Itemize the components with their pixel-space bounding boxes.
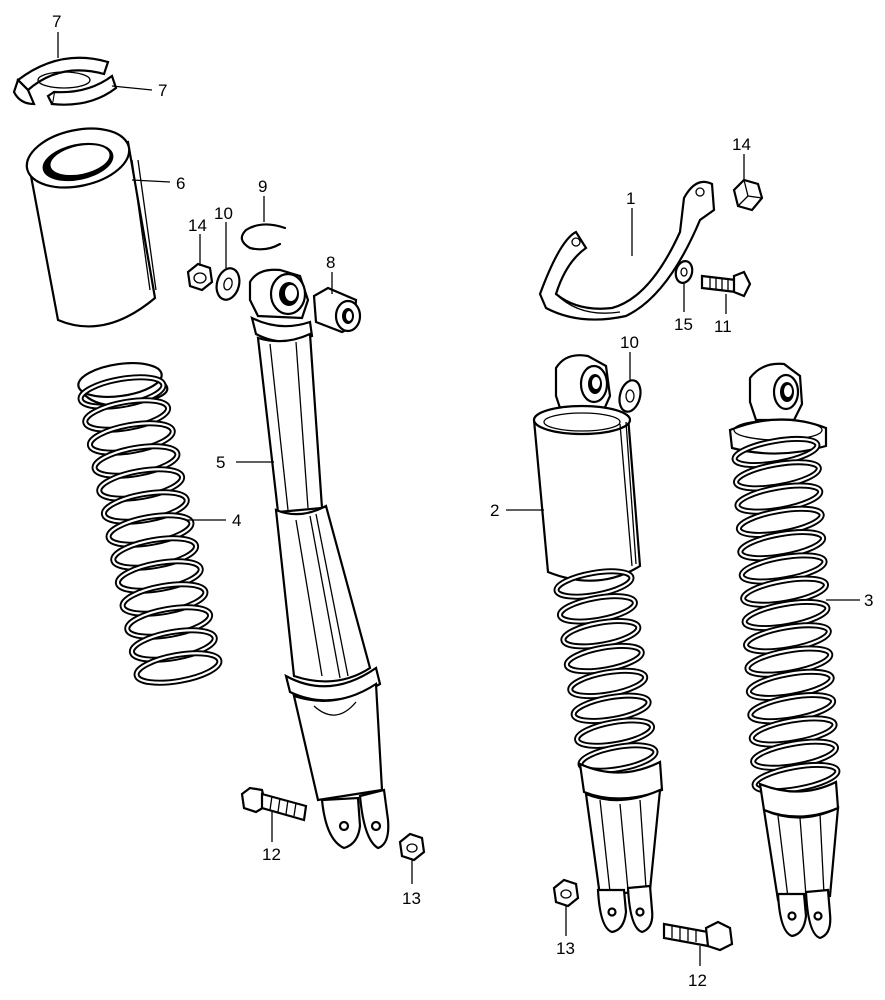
callout-6: 6 [176,174,185,193]
spring-coil [555,570,633,598]
callout-labels: 7 7 6 4 14 10 9 8 5 12 13 14 1 15 11 10 … [52,12,873,990]
spring-cover [25,127,157,328]
spring-coil [569,669,647,698]
damper-5 [248,268,390,850]
washer-10-right [618,379,642,413]
callout-14-left: 14 [188,216,207,235]
callout-12-right: 12 [688,971,707,990]
callout-15: 15 [674,315,693,334]
spring-coil [753,763,839,793]
callout-8: 8 [326,253,335,272]
callout-14-right: 14 [732,135,751,154]
callout-1: 1 [626,189,635,208]
bolt-12-right [662,920,734,952]
callout-4: 4 [232,511,241,530]
spring-coil [107,514,193,546]
nut-13-left [398,832,426,862]
spring-coil [558,595,637,623]
circlip-9 [240,223,287,251]
shock-absorber-3 [728,362,841,940]
spring-coil [98,468,184,500]
spring-coil [562,619,640,648]
spring-coil [135,652,221,684]
spring-coil [93,445,179,477]
washer-15 [674,260,694,284]
callout-7-top: 7 [52,12,61,31]
spring-coil [116,560,202,592]
callout-10-left: 10 [214,204,233,223]
spring-coil [126,606,212,638]
grab-bar-1 [538,180,716,321]
nut-14-left [186,262,214,292]
callout-13-right: 13 [556,939,575,958]
nut-13-right [552,878,580,908]
spring-coil [565,644,643,673]
shock-absorber-2 [532,354,664,934]
bushing-8 [312,286,362,334]
nut-14-right [732,178,764,212]
spring-seat-collar [12,56,118,106]
spring-coil [575,719,654,747]
callout-3: 3 [864,591,873,610]
spring-coil [121,583,207,615]
bolt-12-left [240,786,308,822]
leader-lines [57,32,860,966]
spring-coil [102,491,188,523]
callout-12-left: 12 [262,845,281,864]
callout-10-right: 10 [620,333,639,352]
bolt-11 [700,270,752,298]
callout-5: 5 [216,453,225,472]
callout-7-right: 7 [158,81,167,100]
spring-coil [112,537,198,569]
spring-coil [572,694,650,723]
spring-coils [77,374,223,686]
callout-9: 9 [258,177,267,196]
washer-10-left [215,267,241,301]
callout-11: 11 [714,317,732,336]
callout-2: 2 [490,501,499,520]
spring-coil [130,629,216,661]
callout-13-left: 13 [402,889,421,908]
spring-coil [84,399,170,431]
spring-coil [88,422,174,454]
